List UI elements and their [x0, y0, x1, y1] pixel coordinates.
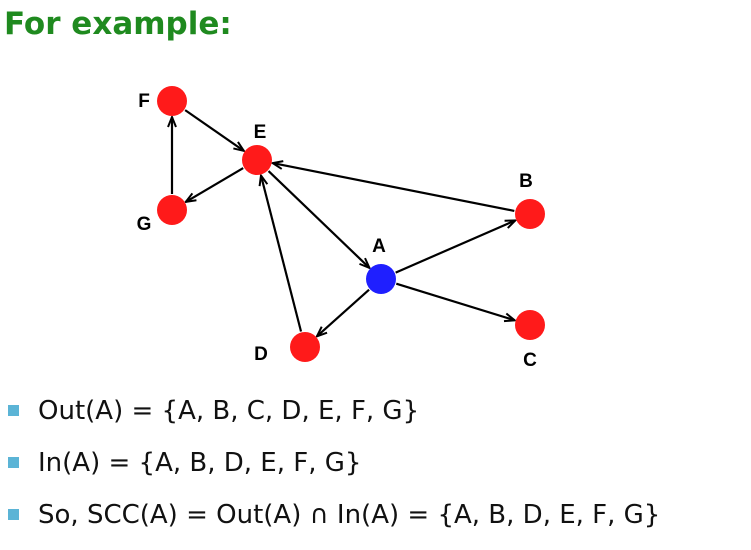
- node-label-b: B: [519, 171, 533, 192]
- node-label-c: C: [523, 350, 537, 371]
- edges-layer: [172, 109, 516, 337]
- node-c: [515, 310, 545, 340]
- node-g: [157, 195, 187, 225]
- edge-d-to-e: [261, 175, 303, 332]
- node-label-f: F: [138, 91, 150, 112]
- node-b: [515, 199, 545, 229]
- bullet-text: Out(A) = {A, B, C, D, E, F, G}: [38, 396, 420, 426]
- bullet-text: So, SCC(A) = Out(A) ∩ In(A) = {A, B, D, …: [38, 500, 661, 530]
- edge-e-to-g: [186, 167, 244, 202]
- edge-f-to-e: [184, 109, 244, 151]
- node-label-g: G: [137, 214, 152, 235]
- node-label-a: A: [372, 236, 386, 257]
- slide-title: For example:: [4, 6, 232, 42]
- bullet-scc-a: So, SCC(A) = Out(A) ∩ In(A) = {A, B, D, …: [6, 490, 660, 542]
- node-e: [242, 145, 272, 175]
- edge-b-to-e: [273, 163, 515, 212]
- bullet-square-icon: [8, 509, 19, 520]
- bullet-in-a: In(A) = {A, B, D, E, F, G}: [6, 438, 660, 490]
- edge-a-to-d: [317, 288, 370, 337]
- graph-diagram: A B C D E F G: [137, 86, 545, 371]
- node-f: [157, 86, 187, 116]
- edge-e-to-a: [267, 170, 370, 268]
- node-a: [366, 264, 396, 294]
- edge-a-to-b: [395, 220, 516, 274]
- node-label-e: E: [254, 122, 267, 143]
- node-d: [290, 332, 320, 362]
- labels-layer: A B C D E F G: [137, 91, 538, 371]
- nodes-layer: [157, 86, 545, 362]
- bullet-list: Out(A) = {A, B, C, D, E, F, G} In(A) = {…: [6, 386, 660, 542]
- node-label-d: D: [254, 344, 268, 365]
- bullet-square-icon: [8, 405, 19, 416]
- bullet-text: In(A) = {A, B, D, E, F, G}: [38, 448, 362, 478]
- bullet-square-icon: [8, 457, 19, 468]
- bullet-out-a: Out(A) = {A, B, C, D, E, F, G}: [6, 386, 660, 438]
- edge-a-to-c: [395, 282, 514, 321]
